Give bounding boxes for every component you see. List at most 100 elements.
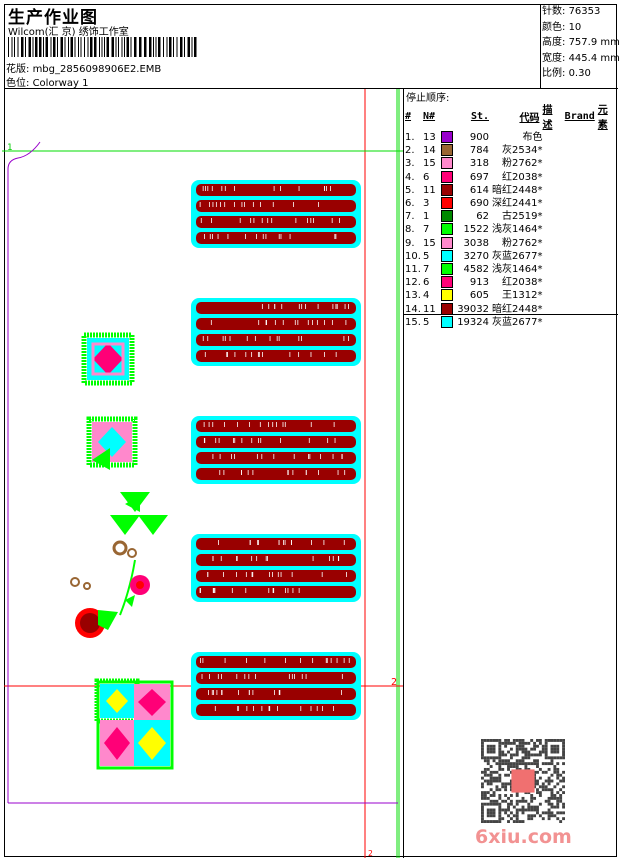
qr-module <box>521 747 525 751</box>
qr-module <box>553 739 557 742</box>
qr-module <box>481 796 484 800</box>
column-header: 描述 <box>542 105 553 131</box>
color-swatch <box>441 236 453 249</box>
panel-divider <box>403 88 404 858</box>
qr-module <box>486 762 490 766</box>
qr-module <box>509 782 513 786</box>
qr-module <box>481 770 484 774</box>
stitch-count: 690 <box>469 198 489 210</box>
barcode-bar <box>45 37 48 57</box>
qr-module <box>533 814 537 818</box>
qr-module <box>550 762 554 766</box>
stripe-band <box>196 452 356 464</box>
qr-module <box>486 767 490 771</box>
row-index: 11. <box>405 263 421 275</box>
qr-module <box>536 808 539 812</box>
qr-module <box>504 739 508 742</box>
qr-module <box>553 814 557 818</box>
needle-number: 15 <box>423 237 436 249</box>
qr-module <box>547 799 551 803</box>
qr-module <box>559 788 563 792</box>
row-index: 10. <box>405 250 421 262</box>
qr-module <box>562 802 565 806</box>
qr-module <box>533 744 537 748</box>
barcode-bar <box>118 37 119 57</box>
qr-module <box>492 759 496 763</box>
qr-module <box>518 739 522 742</box>
table-row: 3. 15 318 粉2762* <box>405 157 620 170</box>
qr-module <box>550 814 554 818</box>
motif-leaf <box>92 448 110 470</box>
qr-module <box>492 794 496 797</box>
qr-module <box>559 820 563 823</box>
needle-number: 6 <box>423 171 430 183</box>
stripe-band <box>196 554 356 566</box>
qr-module <box>541 788 545 792</box>
qr-module <box>524 767 528 771</box>
qr-module <box>498 753 502 757</box>
qr-module <box>556 799 560 803</box>
stripe-block <box>191 534 361 602</box>
stripe-band <box>196 468 356 480</box>
qr-module <box>501 759 505 763</box>
qr-module <box>509 747 513 751</box>
qr-module <box>550 788 554 792</box>
qr-module <box>547 756 551 760</box>
qr-module <box>533 762 537 766</box>
ring-motif <box>70 577 80 587</box>
qr-module <box>504 782 508 786</box>
flower-stem <box>119 559 136 616</box>
qr-module <box>512 753 516 757</box>
qr-module <box>556 767 560 771</box>
table-row: 14. 11 39032 暗红2448* <box>405 302 620 315</box>
qr-module <box>544 779 548 783</box>
qr-module <box>553 794 557 797</box>
barcode-bar <box>149 37 152 57</box>
barcode-bar <box>70 37 73 57</box>
column-header: # <box>405 110 412 122</box>
qr-module <box>530 747 534 751</box>
column-header: St. <box>470 110 489 122</box>
color-swatch <box>441 170 453 183</box>
qr-module <box>489 756 493 760</box>
thread-code: 灰蓝2677* <box>492 316 543 328</box>
qr-module <box>481 753 484 757</box>
info-colors: 颜色: 10 <box>542 21 582 33</box>
qr-module <box>515 750 519 754</box>
qr-module <box>521 756 525 760</box>
qr-module <box>483 820 487 823</box>
stripe-band <box>196 688 356 700</box>
qr-module <box>498 741 502 745</box>
qr-module <box>492 802 496 806</box>
qr-module <box>556 756 560 760</box>
qr-module <box>518 744 522 748</box>
stripe-band <box>196 216 356 228</box>
qr-module <box>504 808 508 812</box>
qr-module <box>518 762 522 766</box>
watermark-logo: 6xiu.com <box>475 826 572 848</box>
row-index: 3. <box>405 158 415 170</box>
qr-module <box>562 785 565 789</box>
stripe-band <box>196 232 356 244</box>
qr-module <box>486 739 490 742</box>
barcode-bar <box>90 37 93 57</box>
qr-module <box>509 765 513 768</box>
row-index: 12. <box>405 277 421 289</box>
table-row: 10. 5 3270 灰蓝2677* <box>405 249 620 263</box>
qr-module <box>515 739 519 742</box>
qr-module <box>518 767 522 771</box>
info-divider <box>540 4 541 88</box>
barcode-bar <box>99 37 100 57</box>
qr-module <box>486 744 490 748</box>
qr-module <box>489 814 493 818</box>
design-file-label: 花版: <box>6 64 30 75</box>
qr-module <box>550 773 554 777</box>
row-index: 7. <box>405 211 415 223</box>
qr-module <box>550 796 554 800</box>
qr-module <box>495 770 499 774</box>
qr-module <box>483 770 487 774</box>
stripe-band <box>196 436 356 448</box>
block-border <box>191 534 361 602</box>
qr-module <box>498 794 502 797</box>
qr-module <box>556 739 560 742</box>
